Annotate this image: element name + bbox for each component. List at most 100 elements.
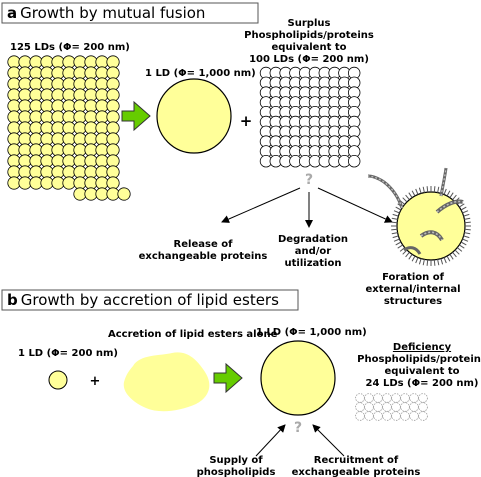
deficient-ld — [391, 411, 401, 421]
surface-spike — [464, 221, 471, 224]
degradation-line-1: Degradation — [278, 234, 348, 245]
surface-spike — [452, 194, 457, 201]
large-ld-a — [156, 78, 232, 154]
surface-spike — [449, 254, 454, 260]
surplus-ld — [348, 154, 361, 168]
formation-line-3: structures — [384, 296, 442, 307]
small-ld — [62, 143, 76, 157]
small-ld — [106, 88, 120, 102]
small-ld — [95, 132, 109, 146]
small-ld — [62, 66, 76, 80]
small-ld — [84, 176, 98, 190]
small-ld — [106, 143, 120, 157]
surface-spike — [393, 210, 400, 214]
arrow-from-recruitment — [312, 424, 345, 457]
small-ld — [95, 187, 109, 201]
arrow-to-release — [221, 187, 301, 223]
small-ld — [40, 121, 54, 135]
small-ld — [73, 154, 87, 168]
surface-spike — [459, 203, 465, 208]
small-ld — [40, 176, 54, 190]
small-ld — [40, 66, 54, 80]
deficient-ld — [382, 393, 392, 403]
small-ld — [84, 165, 98, 179]
deficiency-line-2: equivalent to — [385, 366, 460, 377]
small-ld — [29, 121, 43, 135]
surface-spike — [433, 186, 436, 193]
small-ld — [73, 77, 87, 91]
surface-spike — [405, 251, 410, 258]
panel-a-title-box — [1, 2, 259, 24]
small-ld — [29, 143, 43, 157]
large-ld-label-b: 1 LD (Φ= 1,000 nm) — [256, 327, 367, 338]
small-ld — [62, 165, 76, 179]
deficient-ld — [355, 402, 365, 412]
surface-spike — [411, 190, 416, 197]
small-ld — [106, 132, 120, 146]
small-ld — [95, 176, 109, 190]
deficient-ld — [400, 411, 410, 421]
small-ld — [29, 176, 43, 190]
small-ld — [106, 110, 120, 124]
small-ld — [18, 110, 32, 124]
small-ld — [73, 55, 87, 69]
small-ld — [7, 154, 21, 168]
deficient-ld — [409, 402, 419, 412]
surface-spike — [415, 188, 419, 195]
small-ld — [7, 99, 21, 113]
small-ld — [51, 99, 65, 113]
surface-spike — [392, 213, 399, 217]
small-ld — [106, 55, 120, 69]
surface-spike — [408, 254, 413, 260]
surface-spike — [460, 206, 467, 211]
surface-spike — [391, 221, 398, 224]
recruitment-line-1: Recruitment of — [314, 455, 399, 466]
surface-spike — [464, 228, 471, 231]
small-ld — [51, 176, 65, 190]
deficient-ld — [373, 402, 383, 412]
deficient-ld — [391, 402, 401, 412]
small-ld — [29, 88, 43, 102]
small-ld — [29, 165, 43, 179]
panel-b-title-box — [1, 289, 299, 311]
deficient-ld — [355, 411, 365, 421]
small-ld — [18, 77, 32, 91]
small-ld — [84, 187, 98, 201]
small-ld — [73, 88, 87, 102]
small-ld — [18, 55, 32, 69]
small-ld-b — [48, 370, 68, 390]
formation-line-1: Foration of — [382, 272, 445, 283]
surface-spike — [426, 186, 429, 193]
small-ld — [73, 143, 87, 157]
small-ld — [95, 99, 109, 113]
surface-spike — [402, 197, 408, 203]
surface-spike — [391, 217, 398, 220]
small-ld — [40, 154, 54, 168]
small-ld — [62, 99, 76, 113]
small-ld — [73, 176, 87, 190]
small-ld-label-b: 1 LD (Φ= 200 nm) — [18, 348, 118, 359]
question-mark-b: ? — [294, 420, 302, 436]
small-lds-label: 125 LDs (Φ= 200 nm) — [10, 42, 130, 53]
release-line-1: Release of — [174, 239, 234, 250]
small-ld — [117, 187, 131, 201]
surplus-line-2: equivalent to — [272, 42, 347, 53]
deficient-ld — [364, 393, 374, 403]
small-ld — [7, 55, 21, 69]
deficiency-line-1: Phospholipids/proteins — [357, 354, 481, 365]
deficient-ld — [364, 411, 374, 421]
deficient-ld — [391, 393, 401, 403]
small-ld — [84, 121, 98, 135]
surface-spike — [392, 235, 399, 239]
deficient-ld — [382, 411, 392, 421]
surface-spike — [405, 194, 410, 201]
small-ld — [95, 143, 109, 157]
accretion-arrow — [213, 362, 243, 394]
small-ld — [73, 99, 87, 113]
small-ld — [51, 154, 65, 168]
small-ld — [40, 165, 54, 179]
small-ld — [7, 88, 21, 102]
deficient-ld — [418, 411, 428, 421]
surface-spike — [397, 244, 403, 249]
